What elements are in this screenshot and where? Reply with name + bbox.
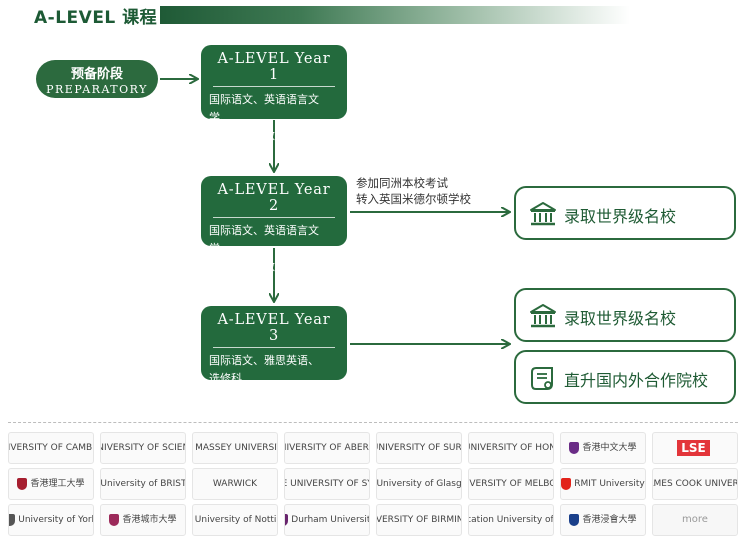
crest-icon bbox=[109, 514, 120, 526]
logo-sydney: THE UNIVERSITY OF SYDNEY bbox=[284, 468, 370, 500]
result-world-university-2: 录取世界级名校 bbox=[514, 288, 736, 342]
year-2-box: A-LEVEL Year 2 国际语文、英语语言文学、 雅思英语、数学、选修科 bbox=[201, 176, 347, 273]
year-1-desc-line: 国际语文、英语语言文学、 bbox=[209, 93, 319, 124]
logo-cambridge: UNIVERSITY OF CAMBRIDGE bbox=[8, 432, 94, 464]
scroll-icon bbox=[531, 367, 553, 390]
university-icon bbox=[530, 202, 556, 226]
logo-durham: Durham University bbox=[284, 504, 370, 536]
result-label: 直升国内外合作院校 bbox=[564, 371, 709, 390]
crest-icon bbox=[285, 514, 289, 526]
crest-icon bbox=[9, 514, 16, 526]
year-1-title: A-LEVEL Year 1 bbox=[213, 51, 335, 87]
logo-hkust: THE HONG KONG UNIVERSITY OF SCIENCE AND … bbox=[100, 432, 186, 464]
logo-rmit: RMIT University bbox=[560, 468, 646, 500]
preparatory-cn-label: 预备阶段 bbox=[70, 67, 123, 82]
year-2-title: A-LEVEL Year 2 bbox=[213, 182, 335, 218]
year-3-desc-line: 选修科 bbox=[209, 372, 242, 385]
year-3-desc-line: 国际语文、雅思英语、 bbox=[209, 354, 319, 367]
logo-eduhk: The Education University of Hong Kong bbox=[468, 504, 554, 536]
crest-icon bbox=[569, 514, 580, 526]
logo-polyu: 香港理工大學 bbox=[8, 468, 94, 500]
result-world-university-1: 录取世界级名校 bbox=[514, 186, 736, 240]
header: A-LEVEL 课程 bbox=[0, 0, 746, 30]
logo-cuhk: 香港中文大學 bbox=[560, 432, 646, 464]
logo-cityu: 香港城市大學 bbox=[100, 504, 186, 536]
year-1-box: A-LEVEL Year 1 国际语文、英语语言文学、 雅思英语、数学、选修科 bbox=[201, 45, 347, 142]
crest-icon bbox=[561, 478, 572, 490]
logo-james-cook: JAMES COOK UNIVERSITY bbox=[652, 468, 738, 500]
preparatory-en-label: PREPARATORY bbox=[46, 83, 148, 96]
logo-bristol: University of BRISTOL bbox=[100, 468, 186, 500]
year-1-desc-line: 雅思英语、数学、选修科 bbox=[209, 129, 330, 142]
year-2-desc-line: 国际语文、英语语言文学、 bbox=[209, 224, 319, 255]
lse-mark: LSE bbox=[677, 440, 710, 456]
university-logo-grid: UNIVERSITY OF CAMBRIDGE THE HONG KONG UN… bbox=[8, 432, 738, 540]
transfer-note-line: 参加同洲本校考试 bbox=[356, 176, 448, 190]
logo-melbourne: UNIVERSITY OF MELBOURNE bbox=[468, 468, 554, 500]
logo-warwick: WARWICK bbox=[192, 468, 278, 500]
result-partner-college: 直升国内外合作院校 bbox=[514, 350, 736, 404]
result-label: 录取世界级名校 bbox=[564, 207, 677, 226]
logo-massey: MASSEY UNIVERSITY bbox=[192, 432, 278, 464]
logo-surrey: UNIVERSITY OF SURREY bbox=[376, 432, 462, 464]
page-title: A-LEVEL 课程 bbox=[34, 8, 158, 28]
year-2-desc-line: 雅思英语、数学、选修科 bbox=[209, 260, 330, 273]
logo-hku: THE UNIVERSITY OF HONG KONG bbox=[468, 432, 554, 464]
logo-glasgow: University of Glasgow bbox=[376, 468, 462, 500]
logo-nottingham: The University of Nottingham bbox=[192, 504, 278, 536]
header-gradient-bar bbox=[160, 6, 630, 24]
logo-york: University of York bbox=[8, 504, 94, 536]
divider bbox=[8, 422, 738, 423]
logo-birmingham: UNIVERSITY OF BIRMINGHAM bbox=[376, 504, 462, 536]
year-3-box: A-LEVEL Year 3 国际语文、雅思英语、 选修科 bbox=[201, 306, 347, 385]
year-3-title: A-LEVEL Year 3 bbox=[213, 312, 335, 348]
preparatory-stage: 预备阶段 PREPARATORY bbox=[36, 60, 158, 98]
logo-aberdeen: UNIVERSITY OF ABERDEEN bbox=[284, 432, 370, 464]
crest-icon bbox=[17, 478, 28, 490]
more-logos-link[interactable]: more bbox=[652, 504, 738, 536]
transfer-note-line: 转入英国米德尔顿学校 bbox=[356, 192, 471, 206]
logo-lse: LSE bbox=[652, 432, 738, 464]
university-icon bbox=[530, 304, 556, 328]
logo-hkbu: 香港浸會大學 bbox=[560, 504, 646, 536]
result-label: 录取世界级名校 bbox=[564, 309, 677, 328]
crest-icon bbox=[569, 442, 580, 454]
